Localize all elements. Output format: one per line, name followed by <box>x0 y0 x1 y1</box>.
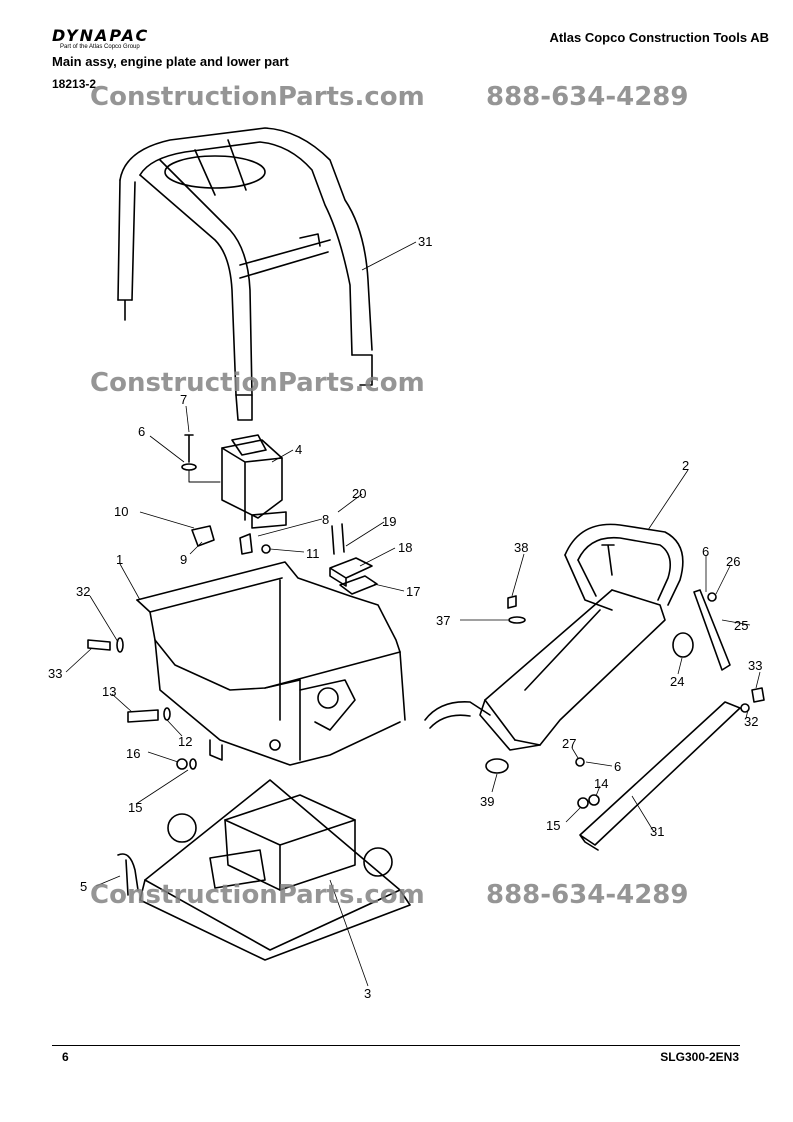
callout-8: 8 <box>322 512 329 527</box>
part-washer-15 <box>189 758 197 770</box>
callout-16: 16 <box>126 746 140 761</box>
callout-11: 11 <box>306 546 320 561</box>
brand-subtitle: Part of the Atlas Copco Group <box>60 44 140 50</box>
page-number: 6 <box>62 1050 69 1064</box>
callout-10: 10 <box>114 504 128 519</box>
guide-line <box>188 469 221 483</box>
callout-7: 7 <box>180 392 187 407</box>
part-fitting-11 <box>261 544 271 554</box>
part-plate-31 <box>579 701 741 851</box>
callout-12: 12 <box>178 734 192 749</box>
callout-39: 39 <box>480 794 494 809</box>
callout-18: 18 <box>398 540 412 555</box>
dynapac-logo: DYNAPAC <box>52 26 150 45</box>
part-handle-frame <box>117 127 373 421</box>
watermark-phone: 888-634-4289 <box>486 82 689 112</box>
part-washer-12 <box>163 707 171 721</box>
callout-30: 33 <box>48 666 62 681</box>
callout-2: 2 <box>682 458 689 473</box>
part-bolt-30 <box>87 639 111 651</box>
callout-20: 20 <box>352 486 366 501</box>
part-fitting-8 <box>239 533 253 555</box>
callout-17: 17 <box>406 584 420 599</box>
part-nut-14 <box>588 794 600 806</box>
part-bolts-20 <box>331 523 345 555</box>
part-fitting-10 <box>191 525 215 547</box>
company-name: Atlas Copco Construction Tools AB <box>549 30 769 45</box>
part-washer-15b <box>577 797 589 809</box>
callout-24: 24 <box>670 674 684 689</box>
part-37 <box>508 616 526 624</box>
part-lever-25 <box>693 589 731 671</box>
part-bolt-33 <box>751 687 765 703</box>
document-code: SLG300-2EN3 <box>660 1050 739 1064</box>
callout-9: 9 <box>180 552 187 567</box>
callout-33: 33 <box>748 658 762 673</box>
part-engine <box>221 434 287 529</box>
callout-6c: 6 <box>614 759 621 774</box>
callout-25: 25 <box>734 618 748 633</box>
callout-1: 1 <box>116 552 123 567</box>
watermark-site: ConstructionParts.com <box>90 82 425 112</box>
footer-divider <box>52 1045 740 1046</box>
part-nut-16 <box>176 758 188 770</box>
callout-26: 26 <box>726 554 740 569</box>
part-washer-6 <box>181 463 197 471</box>
callout-13: 13 <box>102 684 116 699</box>
callout-15b: 15 <box>546 818 560 833</box>
part-washer-29 <box>116 637 124 653</box>
watermark-site: ConstructionParts.com <box>90 880 425 910</box>
callout-15: 15 <box>128 800 142 815</box>
part-screw-26 <box>707 592 717 602</box>
part-clamp-17 <box>339 575 378 595</box>
callout-27: 27 <box>562 736 576 751</box>
callout-32: 32 <box>744 714 758 729</box>
callout-6: 6 <box>138 424 145 439</box>
page-title: Main assy, engine plate and lower part <box>52 54 289 69</box>
callout-31: 31 <box>650 824 664 839</box>
part-bolt-13 <box>127 709 159 723</box>
callout-14: 14 <box>594 776 608 791</box>
part-38 <box>507 595 517 609</box>
part-base-plate <box>139 779 411 961</box>
part-washer-27 <box>575 757 585 767</box>
part-guide-handle <box>479 523 684 751</box>
callout-labels: 31 4 7 6 10 9 8 11 18 19 20 17 1 32 33 1… <box>48 234 762 1001</box>
part-39 <box>485 758 509 774</box>
callout-38: 38 <box>514 540 528 555</box>
leader-lines <box>65 241 761 987</box>
callout-28: 31 <box>418 234 432 249</box>
callout-29: 32 <box>76 584 90 599</box>
part-screw-7 <box>184 434 194 463</box>
watermark-site: ConstructionParts.com <box>90 368 425 398</box>
watermark-phone: 888-634-4289 <box>486 880 689 910</box>
callout-6b: 6 <box>702 544 709 559</box>
part-bushing-24 <box>672 632 694 658</box>
part-hose-5 <box>117 853 139 896</box>
callout-4: 4 <box>295 442 302 457</box>
part-cable <box>424 701 491 729</box>
callout-3: 3 <box>364 986 371 1001</box>
drawing-number: 18213-2 <box>52 77 97 91</box>
callout-19: 19 <box>382 514 396 529</box>
callout-5: 5 <box>80 879 87 894</box>
part-main-frame <box>136 561 406 766</box>
callout-37: 37 <box>436 613 450 628</box>
part-nut-32 <box>740 703 750 713</box>
